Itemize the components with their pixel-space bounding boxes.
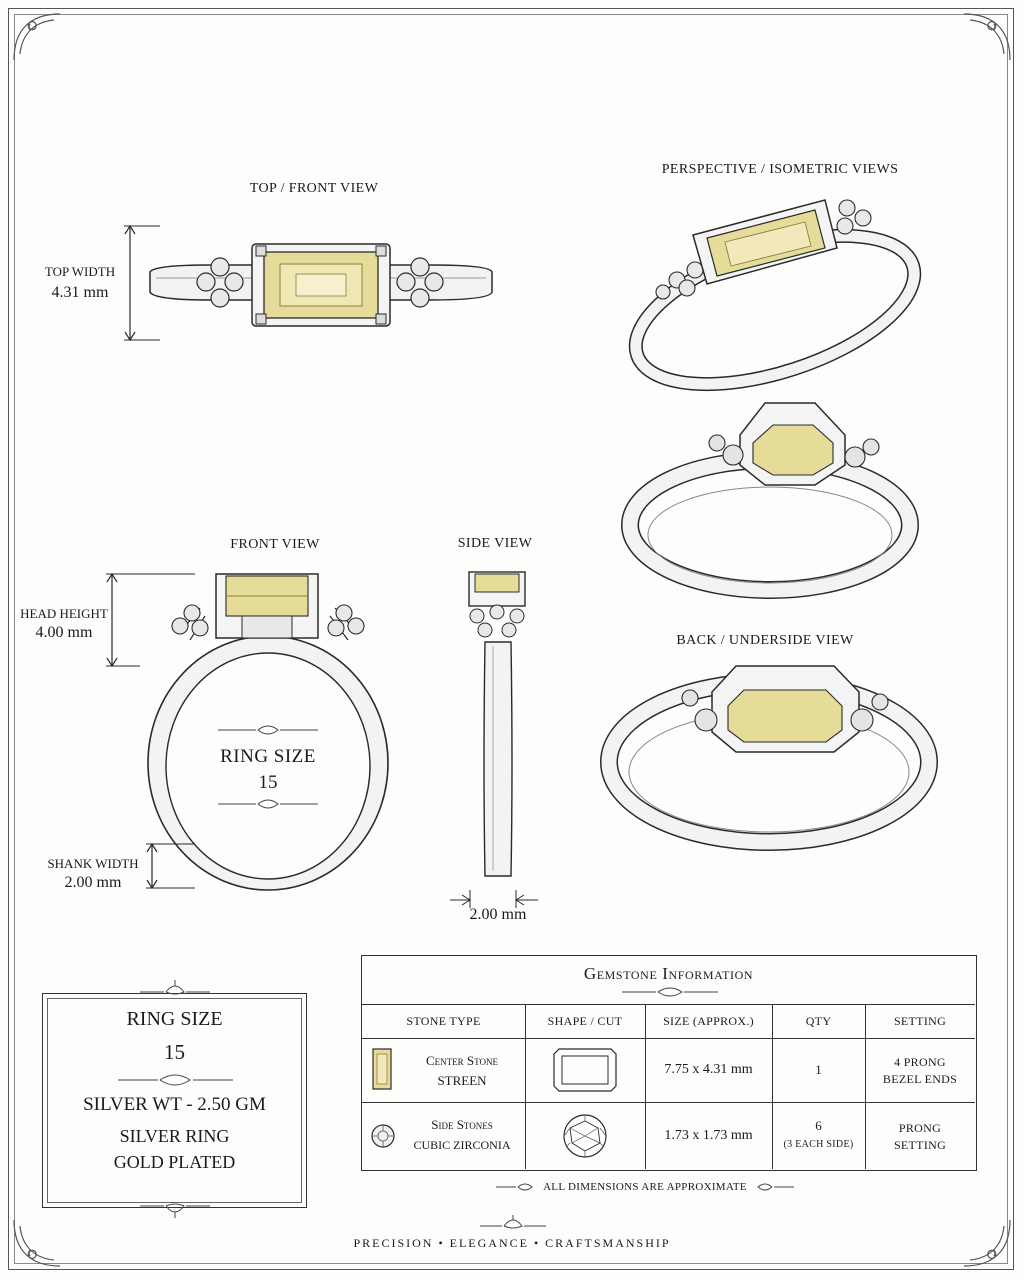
- emerald-cut-shape-icon: [553, 1048, 617, 1092]
- spec-material-line1: SILVER RING: [119, 1126, 230, 1146]
- note-ornament-left: [496, 1183, 533, 1191]
- shank-width-value: 2.00 mm: [64, 874, 122, 891]
- perspective-view-drawing: [628, 199, 922, 392]
- footer-tagline: PRECISION • ELEGANCE • CRAFTSMANSHIP: [353, 1236, 671, 1250]
- gemstone-table: Gemstone Information STONE TYPE SHAPE / …: [361, 955, 977, 1171]
- row1-type-line2: STREEN: [437, 1073, 487, 1088]
- spec-box-top-ornament: [140, 980, 210, 995]
- inner-border: [14, 14, 1008, 1264]
- side-view-label: SIDE VIEW: [457, 536, 533, 551]
- corner-ornament-bottom-right: [963, 1219, 1011, 1267]
- footer-ornament: [480, 1215, 546, 1229]
- row2-setting-line2: SETTING: [893, 1137, 947, 1152]
- outer-border: [8, 8, 1014, 1270]
- head-height-value: 4.00 mm: [35, 624, 93, 641]
- dimensions-note: ALL DIMENSIONS ARE APPROXIMATE: [543, 1181, 747, 1193]
- top-width-dimension-line: [124, 224, 160, 342]
- head-height-dimension-line: [106, 572, 195, 668]
- row2-setting-line1: PRONG: [898, 1120, 942, 1135]
- spec-ring-size-label: RING SIZE: [126, 1008, 223, 1030]
- header-qty: QTY: [805, 1013, 832, 1028]
- front-view-drawing: [147, 573, 389, 891]
- table-title: Gemstone Information: [583, 964, 754, 983]
- top-front-view-label: TOP / FRONT VIEW: [249, 181, 379, 196]
- ring-size-center-value: 15: [258, 772, 278, 793]
- row1-setting-line2: BEZEL ENDS: [882, 1071, 958, 1086]
- header-stone-type: STONE TYPE: [406, 1013, 481, 1028]
- shank-width-label: SHANK WIDTH: [47, 856, 139, 871]
- ornament-divider-top: [218, 725, 318, 735]
- shank-width-dimension-line: [146, 842, 195, 890]
- center-stone-icon: [372, 1048, 392, 1090]
- note-ornament-right: [757, 1183, 794, 1191]
- ring-size-center-label: RING SIZE: [220, 746, 316, 767]
- side-width-value: 2.00 mm: [469, 906, 527, 923]
- front-view-label: FRONT VIEW: [230, 537, 320, 552]
- row2-qty: 6: [815, 1118, 822, 1133]
- head-height-label: HEAD HEIGHT: [20, 606, 108, 621]
- header-shape-cut: SHAPE / CUT: [547, 1013, 623, 1028]
- header-setting: SETTING: [893, 1013, 947, 1028]
- row2-qty-note: (3 EACH SIDE): [783, 1138, 854, 1150]
- spec-ring-size-value: 15: [164, 1040, 185, 1064]
- side-view-drawing: [468, 571, 526, 877]
- top-width-value: 4.31 mm: [51, 284, 109, 301]
- row1-qty: 1: [815, 1062, 822, 1077]
- row2-type-line1: Side Stones: [431, 1117, 493, 1132]
- row2-size: 1.73 x 1.73 mm: [664, 1127, 753, 1143]
- top-view-drawing: [149, 243, 493, 327]
- back-view-drawing: [600, 665, 938, 851]
- row1-size: 7.75 x 4.31 mm: [664, 1062, 753, 1077]
- perspective-view-label: PERSPECTIVE / ISOMETRIC VIEWS: [661, 162, 899, 177]
- header-size: SIZE (approx.): [663, 1013, 754, 1028]
- side-stone-icon: [371, 1124, 395, 1148]
- spec-divider-ornament: [118, 1074, 233, 1086]
- ornament-divider-bottom: [218, 799, 318, 809]
- top-width-label: TOP WIDTH: [44, 264, 116, 279]
- perspective-view-lower-drawing: [621, 402, 919, 599]
- corner-ornament-bottom-left: [13, 1219, 61, 1267]
- row2-type-line2: CUBIC ZIRCONIA: [413, 1137, 511, 1152]
- row1-setting-line1: 4 PRONG: [894, 1054, 946, 1069]
- spec-material-line2: GOLD PLATED: [113, 1152, 236, 1172]
- side-width-dimension-line: [450, 890, 538, 908]
- spec-box-bottom-ornament: [140, 1203, 210, 1218]
- back-view-label: BACK / UNDERSIDE VIEW: [676, 633, 854, 648]
- table-title-ornament: [622, 987, 718, 997]
- spec-silver-weight: SILVER WT - 2.50 GM: [83, 1094, 266, 1115]
- corner-ornament-top-left: [13, 13, 61, 61]
- corner-ornament-top-right: [963, 13, 1011, 61]
- round-cut-shape-icon: [563, 1114, 607, 1158]
- row1-type-line1: Center Stone: [426, 1053, 498, 1068]
